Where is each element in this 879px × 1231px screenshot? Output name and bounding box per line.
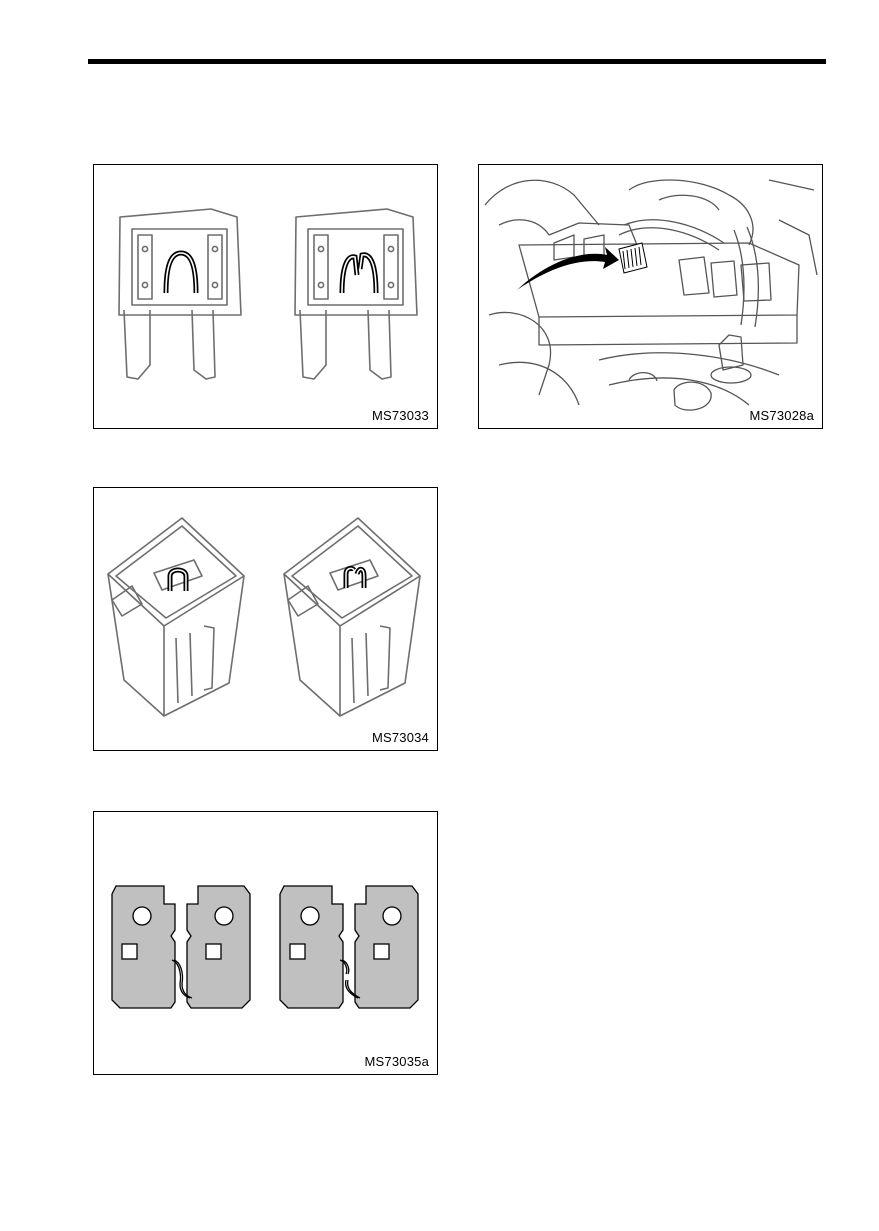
figure-code: MS73033	[372, 408, 429, 423]
figure-code: MS73028a	[750, 408, 814, 423]
figure-mini-fuse: MS73033	[93, 164, 438, 429]
mini-fuse-drawing	[94, 165, 439, 430]
header-rule	[88, 59, 826, 64]
cartridge-fuse-drawing	[94, 488, 439, 752]
figure-fuse-box: MS73028a	[478, 164, 823, 429]
figure-cartridge-fuse: MS73034	[93, 487, 438, 751]
fusible-link-drawing	[94, 812, 439, 1076]
fuse-box-drawing	[479, 165, 824, 430]
figure-code: MS73035a	[365, 1054, 429, 1069]
figure-code: MS73034	[372, 730, 429, 745]
figure-fusible-link: MS73035a	[93, 811, 438, 1075]
